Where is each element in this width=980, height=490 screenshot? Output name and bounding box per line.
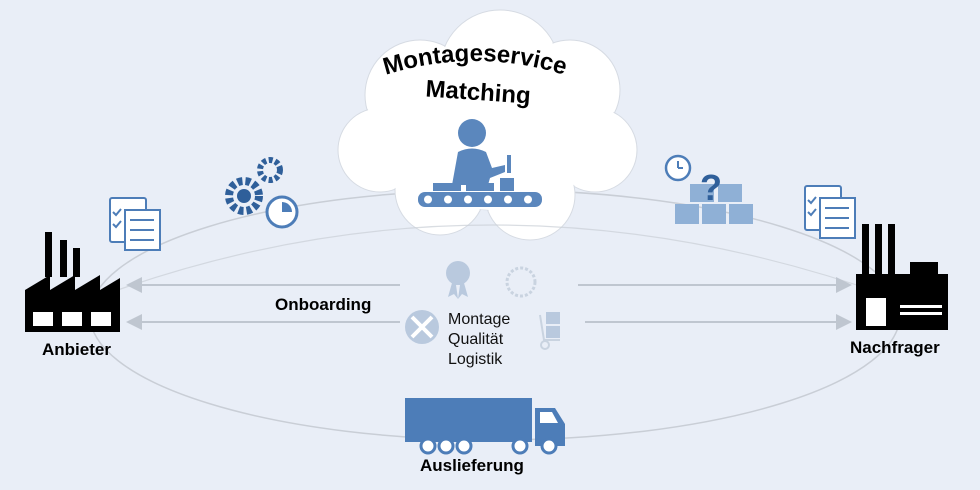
- service-qualitaet: Qualität: [448, 331, 504, 348]
- factory-left-icon: [25, 232, 120, 332]
- title-text: Montageservice Matching: [380, 40, 570, 110]
- clipboard-left-icon: [109, 197, 161, 251]
- clipboard-right-icon: [804, 185, 856, 239]
- service-montage: Montage: [448, 311, 511, 328]
- service-list: Montage Qualität Logistik: [448, 310, 510, 370]
- factory-right-icon: [856, 224, 948, 330]
- provider-label: Anbieter: [42, 340, 111, 359]
- customer-label: Nachfrager: [850, 338, 940, 357]
- onboarding-label: Onboarding: [275, 295, 372, 314]
- timer-question-boxes-icon: ?: [664, 154, 753, 224]
- globe-icon: [505, 266, 537, 298]
- gears-analytics-icon: [225, 157, 299, 229]
- worker-icon: [418, 119, 542, 207]
- onboarding-arrows: [126, 277, 852, 330]
- service-icons: [405, 261, 560, 350]
- hand-truck-icon: [539, 312, 560, 350]
- svg-text:?: ?: [700, 167, 722, 208]
- service-logistik: Logistik: [448, 351, 503, 368]
- quality-badge-icon: [446, 261, 470, 285]
- truck-icon: [405, 398, 565, 455]
- delivery-label: Auslieferung: [420, 456, 524, 475]
